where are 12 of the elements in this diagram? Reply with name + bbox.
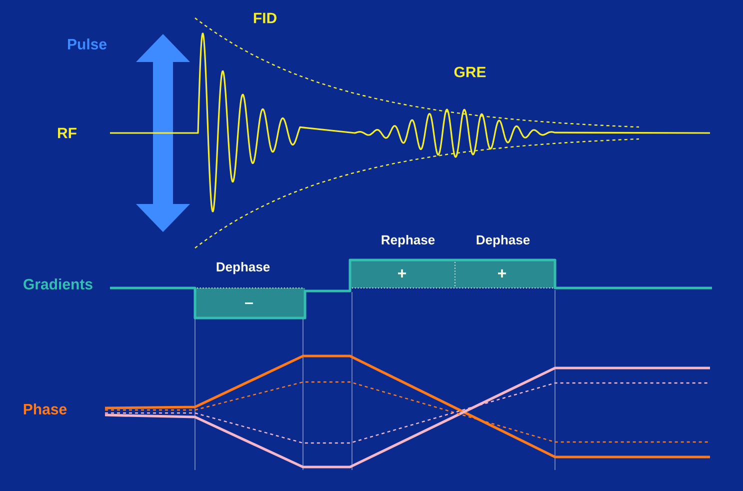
axis-label: Gradients [24,278,92,290]
signal-label: GRE [454,66,486,78]
signal-label: FID [254,12,276,24]
lobe-label: Dephase [216,262,270,274]
pulse-label: Pulse [68,38,106,50]
axis-label: Phase [24,404,67,414]
sign-label: + [498,269,506,278]
sign-label: – [245,302,253,304]
lobe-label: Rephase [382,234,435,248]
lobe-label: Dephase [476,234,530,248]
sign-label: + [398,269,406,278]
axis-label: RF [58,128,76,138]
